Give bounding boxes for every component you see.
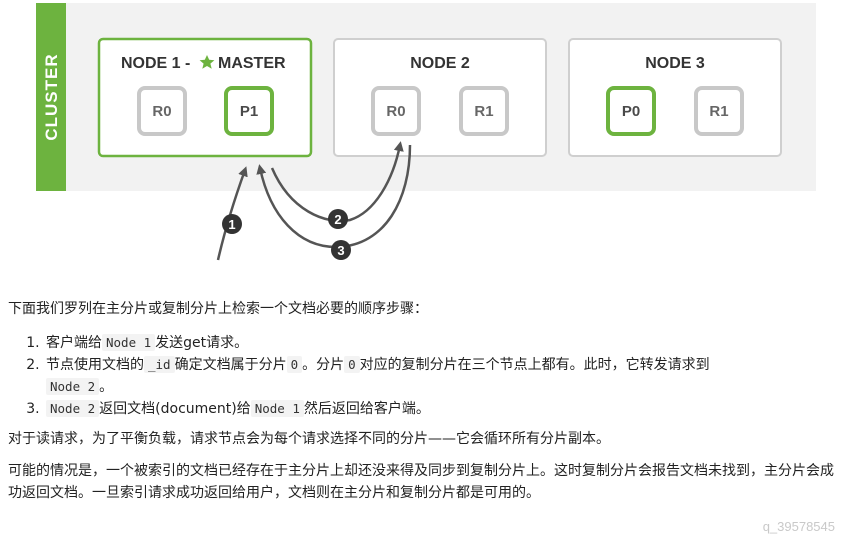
shard-r0-box xyxy=(371,86,421,136)
node-1-title: NODE 1 - xyxy=(121,55,190,72)
svg-text:2: 2 xyxy=(334,212,341,227)
shard-p0-box xyxy=(606,86,656,136)
node-3: NODE 3 P0 R1 xyxy=(568,38,782,157)
shard-r0-label: R0 xyxy=(386,103,405,120)
step-text: 对应的复制分片在三个节点上都有。此时，它转发请求到 xyxy=(359,357,710,373)
step-text: 客户端给 xyxy=(46,335,102,351)
step-text: 。 xyxy=(99,379,114,395)
step-text: 确定文档属于分片 xyxy=(174,357,287,373)
inline-code: Node 2 xyxy=(46,400,100,417)
inline-code: Node 1 xyxy=(250,400,304,417)
cluster-diagram: CLUSTER NODE 1 - MASTER R0 P1 NODE 2 R0 … xyxy=(36,3,816,261)
step-1-badge: 1 xyxy=(222,214,242,234)
watermark-text: q_39578545 xyxy=(762,519,835,534)
intro-paragraph: 下面我们罗列在主分片或复制分片上检索一个文档必要的顺序步骤： xyxy=(8,301,428,317)
step-text: 返回文档(document)给 xyxy=(99,401,251,417)
shard-r0-box xyxy=(137,86,187,136)
cluster-label: CLUSTER xyxy=(42,53,61,140)
step-text: 然后返回给客户端。 xyxy=(303,401,430,417)
shard-p0-label: P0 xyxy=(622,103,640,120)
cluster-sidebar xyxy=(36,3,66,191)
node-1-master-label: MASTER xyxy=(218,55,286,72)
inline-code: Node 2 xyxy=(46,378,100,395)
step-2-badge: 2 xyxy=(328,209,348,229)
shard-r1-box xyxy=(694,86,744,136)
step-item-2: 节点使用文档的_id确定文档属于分片0。分片0对应的复制分片在三个节点上都有。此… xyxy=(44,354,838,398)
shard-r1-label: R1 xyxy=(474,103,493,120)
read-load-balance-paragraph: 对于读请求，为了平衡负载，请求节点会为每个请求选择不同的分片——它会循环所有分片… xyxy=(8,431,610,447)
svg-text:3: 3 xyxy=(337,243,344,258)
node-2: NODE 2 R0 R1 xyxy=(333,38,547,157)
shard-p1-box xyxy=(224,86,274,136)
shard-p1-label: P1 xyxy=(240,103,258,120)
article-body: 下面我们罗列在主分片或复制分片上检索一个文档必要的顺序步骤： 客户端给Node … xyxy=(8,298,838,504)
master-star-icon xyxy=(199,55,215,69)
step-3-badge: 3 xyxy=(331,240,351,260)
step-text: 发送get请求。 xyxy=(155,335,249,351)
svg-text:1: 1 xyxy=(228,217,235,232)
shard-r1-box xyxy=(459,86,509,136)
step-text: 节点使用文档的 xyxy=(46,357,144,373)
step-text: 。分片 xyxy=(302,357,345,373)
consistency-paragraph: 可能的情况是，一个被索引的文档已经存在于主分片上却还没来得及同步到复制分片上。这… xyxy=(8,463,834,501)
inline-code: _id xyxy=(144,356,175,373)
shard-r1-label: R1 xyxy=(709,103,728,120)
arrow-step-1 xyxy=(216,166,248,261)
arrow-step-2 xyxy=(270,141,404,223)
inline-code: 0 xyxy=(344,356,360,373)
shard-r0-label: R0 xyxy=(152,103,171,120)
inline-code: 0 xyxy=(286,356,303,373)
node-3-title: NODE 3 xyxy=(645,55,705,72)
node-1: NODE 1 - MASTER R0 P1 xyxy=(97,37,313,158)
node-2-title: NODE 2 xyxy=(410,55,470,72)
inline-code: Node 1 xyxy=(102,334,156,351)
